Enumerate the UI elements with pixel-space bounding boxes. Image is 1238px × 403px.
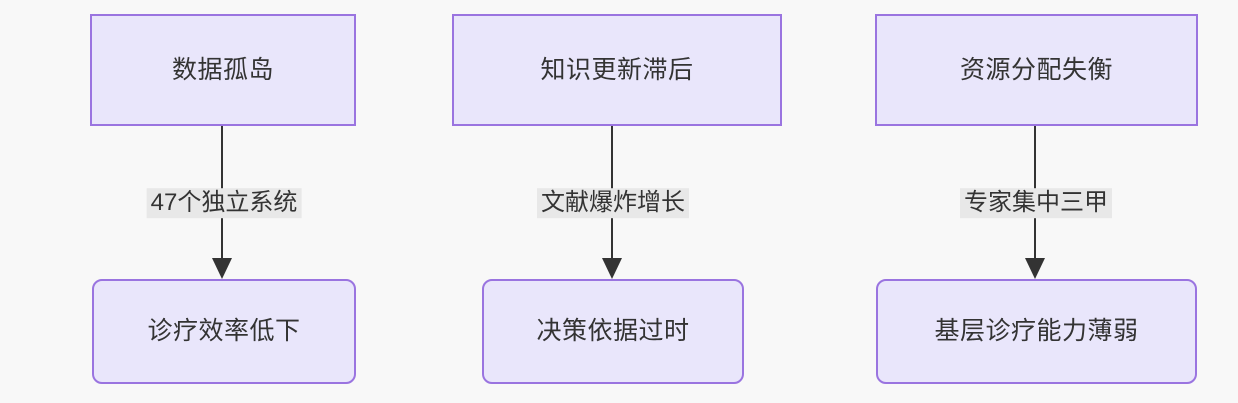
edge-3-arrowhead <box>1025 258 1045 279</box>
node-label: 决策依据过时 <box>536 317 690 345</box>
node-label: 资源分配失衡 <box>959 55 1113 84</box>
node-label: 数据孤岛 <box>171 55 274 84</box>
edge-2-label: 文献爆炸增长 <box>537 188 689 218</box>
node-label: 诊疗效率低下 <box>147 317 301 345</box>
node-resource-imbalance[interactable]: 资源分配失衡 <box>875 14 1198 126</box>
node-outdated-basis[interactable]: 决策依据过时 <box>482 279 744 384</box>
node-data-silo[interactable]: 数据孤岛 <box>90 14 356 126</box>
edge-1-arrowhead <box>212 258 232 279</box>
edge-2-arrowhead <box>602 258 622 279</box>
node-label: 知识更新滞后 <box>540 55 694 84</box>
node-knowledge-lag[interactable]: 知识更新滞后 <box>452 14 782 126</box>
node-weak-primary-care[interactable]: 基层诊疗能力薄弱 <box>876 279 1197 384</box>
edge-3-label: 专家集中三甲 <box>960 188 1112 218</box>
edge-1-label: 47个独立系统 <box>146 188 302 218</box>
node-low-efficiency[interactable]: 诊疗效率低下 <box>92 279 356 384</box>
node-label: 基层诊疗能力薄弱 <box>934 317 1139 345</box>
